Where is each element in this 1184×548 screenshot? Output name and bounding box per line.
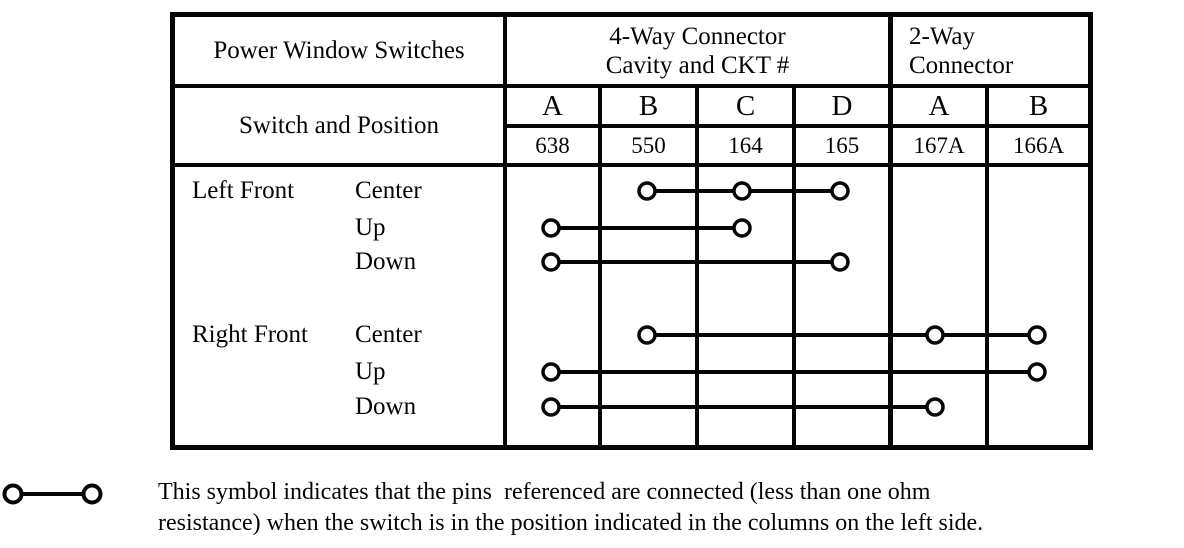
header-2way-line2: Connector [909, 51, 1014, 79]
header-2way-line1: 2-Way [909, 22, 976, 50]
col-divider-4way-2way [888, 12, 893, 450]
table-border-bottom [170, 445, 1093, 450]
position-label: Down [355, 248, 417, 275]
header-power-window-switches: Power Window Switches [213, 37, 465, 64]
cavity-4c: C [735, 89, 756, 122]
ckt-2b: 166A [1012, 133, 1065, 158]
col-divider-a-b [598, 84, 602, 450]
col-divider-main [503, 12, 507, 450]
pin-circle [637, 325, 657, 345]
pin-circle [541, 362, 561, 382]
pin-circle [541, 397, 561, 417]
header-2way-connector: 2-Way Connector [893, 17, 1088, 84]
switch-label-right-front: Right Front [192, 321, 308, 348]
pin-circle [541, 218, 561, 238]
col-divider-c-d [792, 84, 796, 450]
table-border-right [1088, 12, 1093, 450]
col-divider-b-c [695, 84, 699, 450]
cavity-2a: A [928, 89, 950, 122]
header-4way-line2: Cavity and CKT # [605, 51, 790, 79]
pin-circle [925, 325, 945, 345]
ckt-4b: 550 [631, 133, 666, 158]
pin-circle [541, 252, 561, 272]
header-4way-connector: 4-Way Connector Cavity and CKT # [507, 17, 888, 84]
cavity-4a: A [542, 89, 563, 122]
header-4way-line1: 4-Way Connector [609, 22, 786, 50]
ckt-4d: 165 [824, 133, 860, 158]
header-switch-and-position: Switch and Position [238, 112, 439, 139]
cavity-row-divider [503, 124, 1093, 128]
pin-circle [830, 252, 850, 272]
body-divider [170, 163, 1093, 167]
pin-circle [830, 181, 850, 201]
ckt-4c: 164 [728, 133, 763, 158]
cavity-4d: D [831, 89, 853, 122]
table-border-top [170, 12, 1093, 17]
table-border-left [170, 12, 175, 450]
position-label: Center [355, 177, 422, 204]
cavity-2b: B [1028, 89, 1049, 122]
pin-circle [732, 218, 752, 238]
col-divider-2a-2b [985, 84, 989, 450]
continuity-table: Power Window Switches 4-Way Connector Ca… [170, 12, 1093, 450]
position-label: Down [355, 393, 417, 420]
pin-circle [925, 397, 945, 417]
cavity-4b: B [638, 89, 659, 122]
pin-circle [732, 181, 752, 201]
legend-text-line1: This symbol indicates that the pins refe… [158, 479, 931, 505]
header-divider [170, 84, 1093, 88]
ckt-2a: 167A [913, 133, 965, 158]
pin-circle [1027, 325, 1047, 345]
connected-pins-symbol-icon [2, 483, 103, 505]
pin-circle [1027, 362, 1047, 382]
ckt-4a: 638 [535, 133, 570, 158]
switch-label-left-front: Left Front [192, 177, 295, 204]
position-label: Up [355, 358, 386, 385]
legend-text-line2: resistance) when the switch is in the po… [158, 510, 984, 536]
position-label: Center [355, 321, 422, 348]
position-label: Up [355, 214, 386, 241]
pin-circle [637, 181, 657, 201]
